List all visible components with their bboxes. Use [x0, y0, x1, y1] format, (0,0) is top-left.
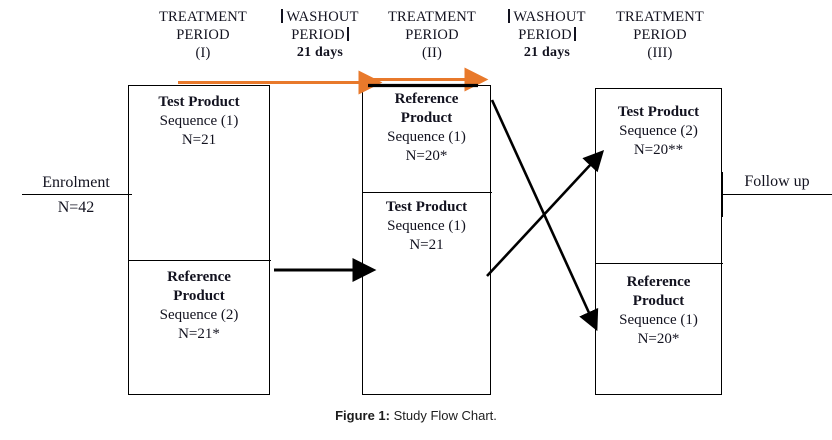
- header-line-1: TREATMENT: [388, 9, 476, 25]
- followup-label: Follow up: [724, 172, 830, 192]
- header-line-2: PERIOD: [633, 27, 687, 43]
- product-name: Reference Product: [167, 269, 231, 304]
- followup-title: Follow up: [744, 173, 810, 190]
- period-1-cell-top: Test Product Sequence (1) N=21: [129, 93, 269, 150]
- sequence-label: Sequence (2): [619, 123, 698, 139]
- period-1-box: Test Product Sequence (1) N=21 Reference…: [128, 85, 271, 395]
- period-2-cell-top: Reference Product Sequence (1) N=20*: [363, 90, 490, 166]
- header-washout-period-2: WASHOUT PERIOD 21 days: [495, 8, 599, 62]
- sequence-label: Sequence (1): [387, 129, 466, 145]
- header-washout-period-1: WASHOUT PERIOD 21 days: [268, 8, 372, 62]
- header-treatment-period-2: TREATMENT PERIOD (II): [372, 8, 492, 62]
- enrolment-label: Enrolment: [22, 173, 130, 193]
- product-name: Reference Product: [394, 91, 459, 126]
- product-name: Test Product: [158, 94, 240, 110]
- header-line-2: PERIOD: [495, 26, 599, 44]
- enrolment-title: Enrolment: [42, 174, 110, 191]
- sequence-label: Sequence (2): [159, 307, 239, 323]
- header-line-2: PERIOD: [268, 26, 372, 44]
- followup-tick: [722, 172, 724, 217]
- period-1-divider: [129, 260, 271, 262]
- product-name: Reference Product: [626, 274, 691, 309]
- product-name: Test Product: [617, 104, 700, 120]
- header-line-3: (I): [195, 45, 211, 61]
- period-3-box: Test Product Sequence (2) N=20** Referen…: [595, 88, 723, 395]
- washout-bar-right-icon: [573, 27, 576, 41]
- sequence-label: Sequence (1): [159, 113, 239, 129]
- header-treatment-period-3: TREATMENT PERIOD (III): [600, 8, 720, 62]
- enrolment-count-wrap: N=42: [22, 198, 130, 218]
- header-line-1: WASHOUT: [268, 8, 372, 26]
- header-line-3: 21 days: [523, 45, 571, 60]
- figure-caption: Figure 1: Study Flow Chart.: [0, 408, 832, 423]
- header-treatment-period-1: TREATMENT PERIOD (I): [143, 8, 263, 62]
- black-arrow-p2-lower-to-p3-upper: [486, 150, 605, 277]
- period-3-divider: [596, 263, 723, 265]
- period-2-cell-bottom: Test Product Sequence (1) N=21: [363, 198, 490, 255]
- subject-count: N=20*: [637, 331, 680, 347]
- period-2-divider: [363, 192, 492, 194]
- header-line-2: PERIOD: [176, 27, 230, 43]
- period-2-box: Reference Product Sequence (1) N=20* Tes…: [362, 85, 492, 395]
- black-arrow-p2-upper-to-p3-lower: [490, 99, 599, 332]
- figure-caption-text: Study Flow Chart.: [389, 408, 497, 423]
- header-line-3: (III): [647, 45, 673, 61]
- header-line-3: (II): [421, 45, 443, 61]
- header-line-2: PERIOD: [405, 27, 459, 43]
- period-1-cell-bottom: Reference Product Sequence (2) N=21*: [129, 268, 269, 344]
- enrolment-count: N=42: [57, 199, 95, 216]
- figure-caption-label: Figure 1:: [335, 408, 390, 423]
- washout-bar-left-icon: [508, 9, 511, 23]
- sequence-label: Sequence (1): [387, 218, 466, 234]
- header-line-1: TREATMENT: [616, 9, 704, 25]
- header-line-1: WASHOUT: [495, 8, 599, 26]
- product-name: Test Product: [385, 199, 468, 215]
- enrolment-rule: [22, 194, 132, 196]
- period-3-cell-top: Test Product Sequence (2) N=20**: [596, 103, 721, 160]
- washout-bar-right-icon: [346, 27, 349, 41]
- washout-bar-left-icon: [281, 9, 284, 23]
- header-line-1: TREATMENT: [159, 9, 247, 25]
- period-3-cell-bottom: Reference Product Sequence (1) N=20*: [596, 273, 721, 349]
- header-line-3: 21 days: [296, 45, 344, 60]
- sequence-label: Sequence (1): [619, 312, 698, 328]
- subject-count: N=20*: [405, 148, 448, 164]
- subject-count: N=21*: [178, 326, 220, 342]
- subject-count: N=21: [409, 237, 444, 253]
- followup-rule: [722, 194, 832, 196]
- subject-count: N=21: [181, 132, 217, 148]
- subject-count: N=20**: [633, 142, 684, 158]
